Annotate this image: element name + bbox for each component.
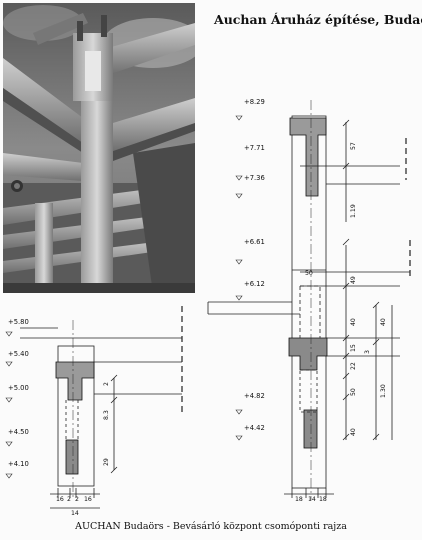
dimension-label: 14: [308, 496, 316, 503]
lower-stub-section: [303, 409, 318, 449]
document-title: Auchan Áruház építése, Budaörs: [214, 12, 422, 27]
dimension-label: 2: [75, 496, 79, 503]
level-label: +4.82: [244, 392, 265, 400]
dimension-label: 50: [350, 388, 357, 396]
left-beam-section: [55, 361, 95, 401]
level-label: +4.50: [8, 428, 29, 436]
level-label: +6.61: [244, 238, 265, 246]
upper-beam-section: [289, 117, 327, 197]
level-label: +6.12: [244, 280, 265, 288]
level-label: +4.10: [8, 460, 29, 468]
level-label: +4.42: [244, 424, 265, 432]
level-label: +5.80: [8, 318, 29, 326]
dimension-label: 40: [380, 318, 387, 326]
dimension-label: 16: [84, 496, 92, 503]
level-label: +7.36: [244, 174, 265, 182]
dimension-label: 18: [319, 496, 327, 503]
dimension-label: 40: [350, 318, 357, 326]
dimension-label: 40: [350, 428, 357, 436]
level-label: +5.40: [8, 350, 29, 358]
level-label: +7.71: [244, 144, 265, 152]
dimension-label: 22: [350, 362, 357, 370]
dimension-label: 3: [364, 350, 371, 354]
left-column-outline: [57, 345, 95, 487]
dimension-label: 2: [67, 496, 71, 503]
dimension-label: 15: [350, 344, 357, 352]
dimension-label: 50: [305, 270, 313, 277]
dimension-label: 57: [350, 142, 357, 150]
level-label: +8.29: [244, 98, 265, 106]
lower-beam-section: [288, 337, 328, 371]
dimension-label: 49: [350, 276, 357, 284]
level-label: +5.00: [8, 384, 29, 392]
dimension-label: 18: [295, 496, 303, 503]
dimension-label: 16: [56, 496, 64, 503]
dimension-label: 29: [103, 458, 110, 466]
figure-caption: AUCHAN Budaörs - Bevásárló központ csomó…: [75, 521, 347, 532]
dimension-label: 2: [103, 382, 110, 386]
dimension-label: 14: [71, 510, 79, 517]
dimension-label: 8.3: [103, 410, 110, 420]
dimension-label: 1.19: [350, 204, 357, 218]
dimension-label: 1.30: [380, 384, 387, 398]
construction-photo: [3, 3, 195, 293]
